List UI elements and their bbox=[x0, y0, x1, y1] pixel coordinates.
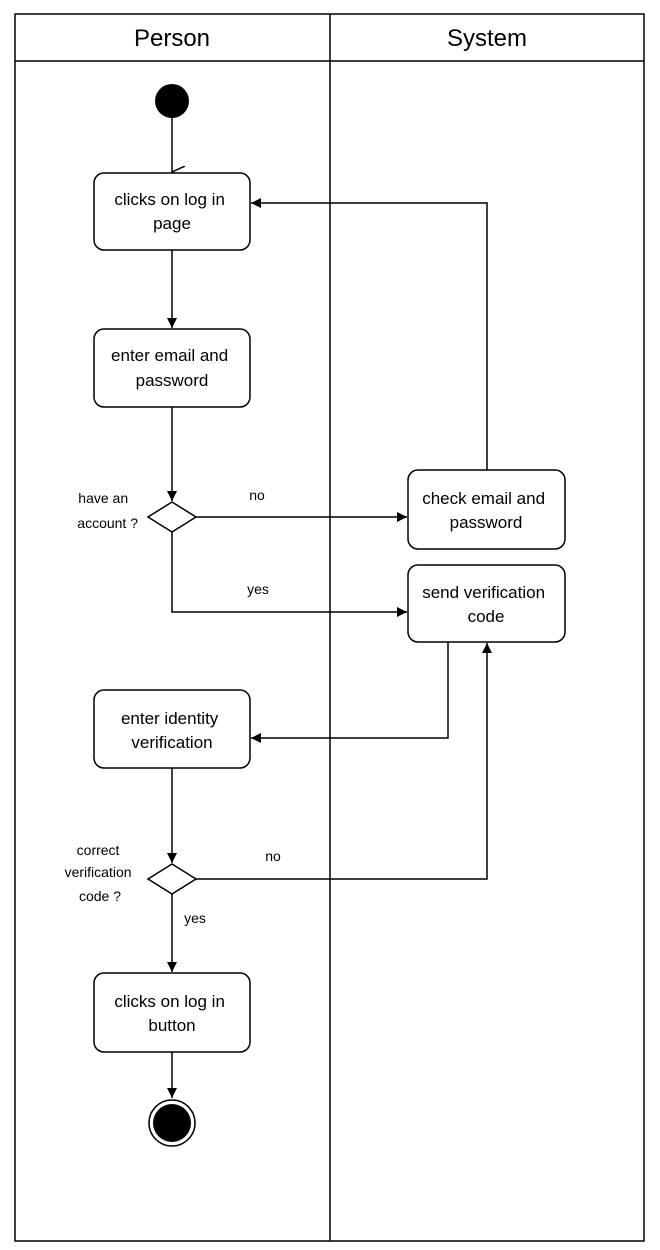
svg-text:enter identity verificat: enter identity verification bbox=[121, 709, 223, 752]
decision-label-line: code ? bbox=[79, 888, 121, 904]
lane-title-person: Person bbox=[134, 25, 210, 52]
svg-text:send verification code: send verification code bbox=[422, 583, 550, 626]
node-label-line: password bbox=[450, 513, 523, 532]
edge-check-email-to-login-page bbox=[251, 198, 488, 470]
node-enter-identity-verification: enter identity verification bbox=[93, 689, 251, 769]
edge-label-account-yes: yes bbox=[247, 581, 269, 597]
edge-label-account-no: no bbox=[249, 487, 265, 503]
node-clicks-login-page: clicks on log in page bbox=[93, 172, 251, 251]
node-label-line: send verification bbox=[422, 583, 545, 602]
node-label-line: check email and bbox=[422, 489, 545, 508]
node-label-line: page bbox=[153, 214, 191, 233]
node-check-email-password: check email and password bbox=[407, 469, 566, 550]
node-clicks-login-button: clicks on log in button bbox=[93, 972, 251, 1053]
decision-have-account bbox=[146, 501, 198, 533]
node-label-line: button bbox=[148, 1016, 195, 1035]
node-label-line: password bbox=[136, 371, 209, 390]
svg-text:clicks on log in button: clicks on log in button bbox=[114, 992, 229, 1035]
lane-title-system: System bbox=[447, 25, 527, 52]
swimlane-frame bbox=[14, 13, 645, 1242]
decision-label-line: correct bbox=[77, 842, 120, 858]
node-label-line: verification bbox=[131, 733, 212, 752]
edge-code-no bbox=[196, 643, 492, 880]
edge-label-code-yes: yes bbox=[184, 910, 206, 926]
edge-account-yes bbox=[171, 532, 407, 617]
decision-label-line: verification bbox=[65, 864, 132, 880]
node-label-line: enter identity bbox=[121, 709, 219, 728]
svg-text:check email and password: check email and password bbox=[422, 489, 550, 532]
node-label-line: clicks on log in bbox=[114, 992, 225, 1011]
decision-label-line: have an bbox=[78, 490, 128, 506]
node-label-line: enter email and bbox=[111, 346, 228, 365]
decision-label-have-account: have an account ? bbox=[77, 490, 138, 531]
node-label-line: code bbox=[468, 607, 505, 626]
node-send-verification-code: send verification code bbox=[407, 564, 566, 643]
decision-label-correct-code: correct verification code ? bbox=[65, 842, 136, 904]
node-enter-email-password: enter email and password bbox=[93, 328, 251, 408]
decision-correct-code bbox=[146, 863, 198, 895]
edge-send-code-to-enter-identity bbox=[251, 642, 449, 743]
svg-text:clicks on log in page: clicks on log in page bbox=[114, 190, 229, 233]
node-label-line: clicks on log in bbox=[114, 190, 225, 209]
svg-text:enter email and password: enter email and password bbox=[111, 346, 233, 390]
decision-label-line: account ? bbox=[77, 515, 138, 531]
end-node bbox=[148, 1099, 196, 1147]
edge-label-code-no: no bbox=[265, 848, 281, 864]
start-node bbox=[155, 84, 189, 118]
